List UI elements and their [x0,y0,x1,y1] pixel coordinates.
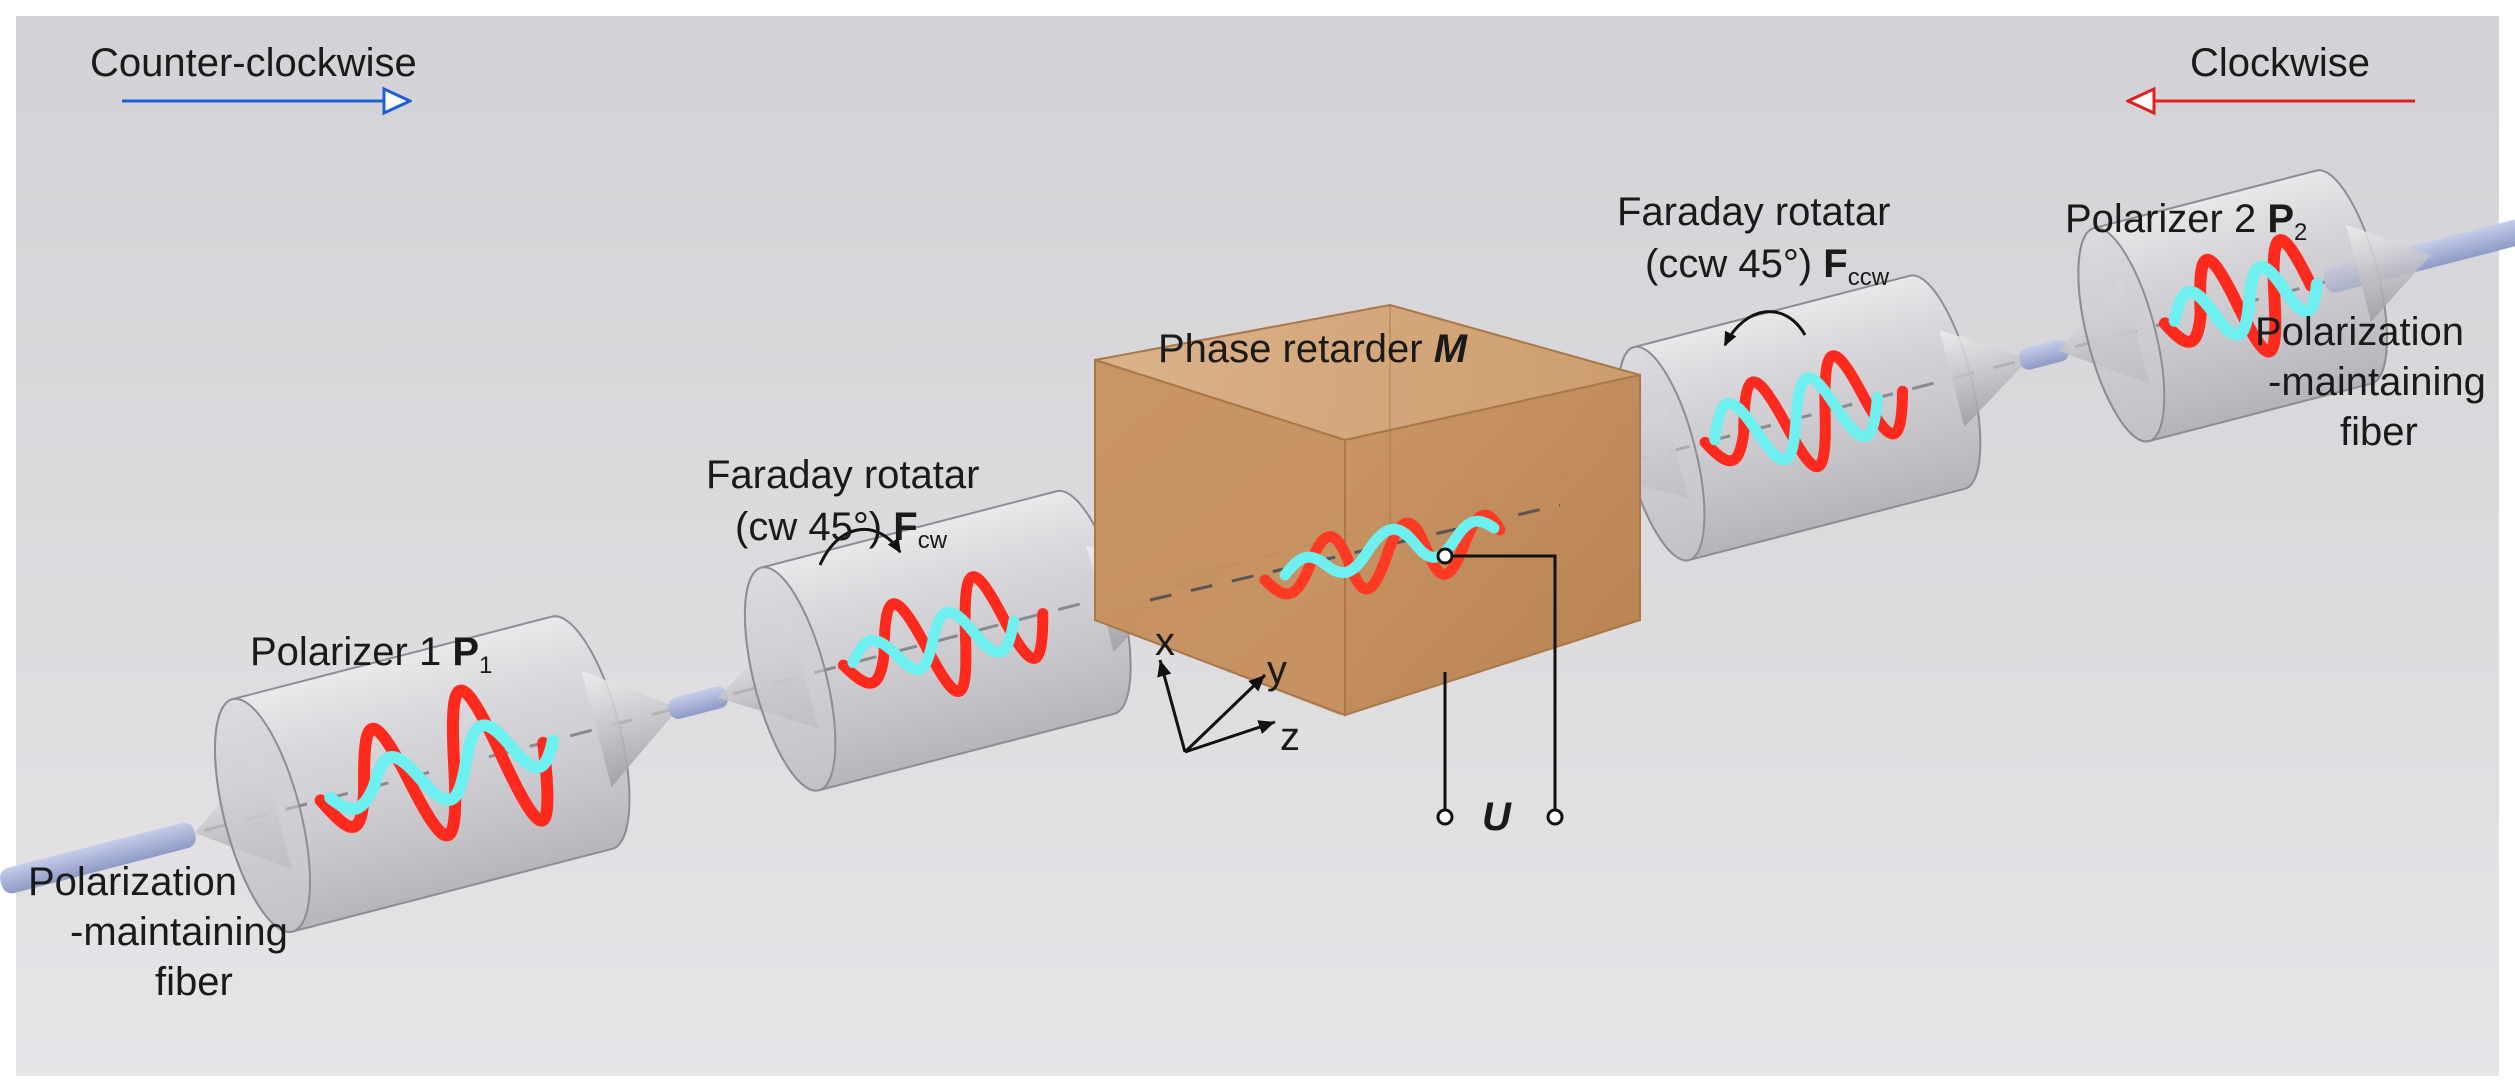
counter-clockwise-label: Counter-clockwise [90,41,417,85]
polarizer-1-cyan-wave [324,719,559,816]
polarizer-2-symbol: P [2267,197,2294,241]
svg-text:Phase retarder M: Phase retarder M [1158,327,1469,371]
terminal-right [1546,808,1564,826]
polarizer-1-red-wave [314,684,554,842]
faraday-ccw-symbol: F [1823,242,1847,286]
polarizer-2-face [2077,226,2166,443]
faraday-cw-face [743,566,837,792]
fiber-left-line3: fiber [155,960,233,1004]
faraday-ccw-right-cone [1939,330,2030,427]
faraday-cw-line1: Faraday rotatar [706,453,979,497]
optical-train [0,169,2515,933]
fiber-right-line2: -maintaining [2268,360,2486,404]
polarizer-2 [2058,169,2432,443]
faraday-ccw-red-wave [1699,350,1909,473]
fiber-left-line1: Polarization [28,860,237,904]
polarizer-1-subscript: 1 [479,652,492,679]
cw-rotation-arrow [818,528,902,566]
faraday-cw-subscript: cw [918,527,948,554]
polarizer-1 [194,615,679,933]
faraday-cw-line2: (cw 45°) [735,505,893,549]
fiber-right-label: Polarization -maintaining fiber [2255,310,2486,454]
faraday-ccw-subscript: ccw [1848,264,1890,291]
connector-3 [2018,339,2069,370]
terminal-left [1436,808,1454,826]
polarizer-2-right-cone [2346,224,2432,322]
polarizer-1-symbol: P [452,630,479,674]
svg-text:(cw 45°) Fcw: (cw 45°) Fcw [735,505,948,554]
svg-text:(ccw 45°) Fccw: (ccw 45°) Fccw [1645,242,1890,291]
x-axis-arrow [1157,659,1187,753]
faraday-cw-label: Faraday rotatar (cw 45°) Fcw [706,453,979,554]
faraday-ccw-cyan-wave [1709,372,1883,466]
faraday-cw-cyan-wave [847,606,1020,676]
phase-retarder-symbol: M [1434,327,1469,371]
ccw-rotation-arrow [1723,310,1807,347]
polarizer-2-subscript: 2 [2294,219,2307,246]
coordinate-axes: x y z [1155,620,1300,759]
polarizer-1-right-cone [581,670,679,788]
z-axis-label: z [1280,715,1300,759]
faraday-ccw-line2: (ccw 45°) [1645,242,1823,286]
polarizer-2-label: Polarizer 2 P2 [2065,197,2307,246]
polarizer-2-name: Polarizer 2 [2065,197,2267,241]
retarder-cyan-wave [1279,515,1500,581]
fiber-left-label: Polarization -maintaining fiber [28,860,288,1004]
y-axis-arrow [1183,673,1267,754]
polarizer-2-cyan-wave [2168,261,2323,341]
faraday-ccw-line1: Faraday rotatar [1617,190,1890,234]
fiber-left-line2: -maintaining [70,910,288,954]
left-fiber [0,822,196,894]
clockwise-label: Clockwise [2190,41,2370,85]
polarizer-1-face [213,697,311,933]
y-axis-label: y [1267,648,1287,692]
phase-retarder-name: Phase retarder [1158,327,1434,371]
retarder-red-wave [1259,509,1506,600]
faraday-rotator-ccw [1588,274,2030,562]
voltage-label: U [1482,795,1512,839]
faraday-ccw-label: Faraday rotatar (ccw 45°) Fccw [1617,190,1890,291]
z-axis-arrow [1184,720,1276,754]
x-axis-label: x [1155,620,1175,664]
polarizer-1-label: Polarizer 1 P1 [250,630,492,679]
svg-text:Polarizer 2 P2: Polarizer 2 P2 [2065,197,2307,246]
electrode-top-terminal [1436,547,1454,565]
fiber-right-line3: fiber [2340,410,2418,454]
wire-top [1452,554,1557,810]
fiber-right-line1: Polarization [2255,310,2464,354]
svg-text:Polarizer 1 P1: Polarizer 1 P1 [250,630,492,679]
phase-retarder-label: Phase retarder M [1158,327,1469,371]
phase-retarder [1094,303,1641,717]
voltage-circuit: U [1436,547,1564,839]
crystal-left-face [1094,358,1346,717]
clockwise-indicator: Clockwise [2128,41,2415,101]
polarizer-1-name: Polarizer 1 [250,630,452,674]
counter-clockwise-indicator: Counter-clockwise [90,41,417,101]
faraday-cw-symbol: F [893,505,917,549]
connector-1 [668,686,728,719]
